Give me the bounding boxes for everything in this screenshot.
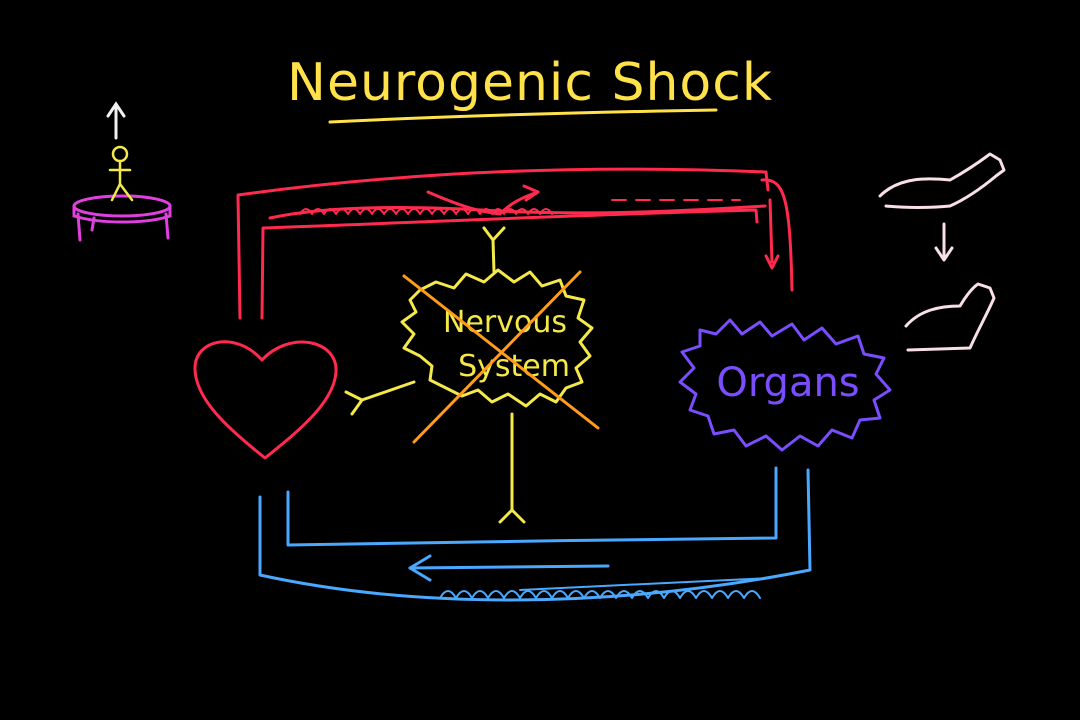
venous-circuit xyxy=(260,468,810,600)
down-arrow-icon xyxy=(936,224,952,260)
relaxed-arm-icon xyxy=(906,284,994,350)
trampoline-icon xyxy=(74,196,170,240)
nerve-to-veins xyxy=(500,414,524,522)
diagram-title: Neurogenic Shock xyxy=(287,53,773,113)
organs-node: Organs xyxy=(680,320,890,450)
heart-icon xyxy=(195,342,336,458)
arm-tone-group xyxy=(880,154,1004,350)
flexed-arm-icon xyxy=(880,154,1004,208)
trampoline-group xyxy=(74,104,170,240)
nerve-to-vessels xyxy=(484,228,504,272)
arterial-circuit xyxy=(238,169,792,318)
nerve-to-heart xyxy=(346,382,414,414)
up-arrow-icon xyxy=(108,104,124,138)
stick-figure-icon xyxy=(110,147,132,200)
organs-label: Organs xyxy=(716,360,859,406)
